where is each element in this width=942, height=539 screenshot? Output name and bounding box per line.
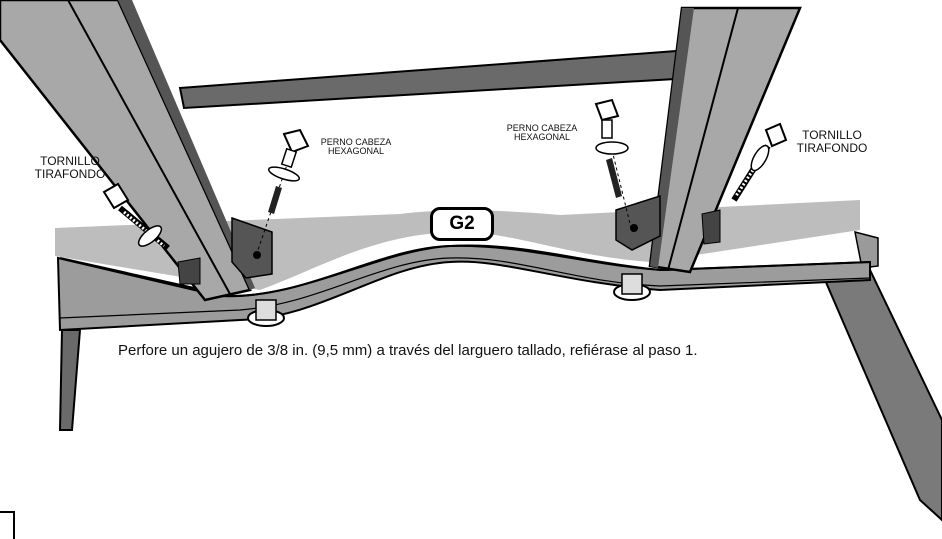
hex-bolt-left-label: PERNO CABEZA HEXAGONAL	[320, 137, 392, 157]
left-post	[0, 0, 255, 302]
right-post	[648, 6, 802, 274]
hex-bolt-right-icon	[594, 98, 633, 233]
instruction-text: Perfore un agujero de 3/8 in. (9,5 mm) a…	[118, 342, 698, 359]
lag-screw-right-icon	[731, 122, 788, 202]
lag-screw-left-icon	[102, 182, 170, 251]
lag-screw-right-label: TORNILLO TIRAFONDO	[796, 128, 868, 155]
t-nut-left-icon	[247, 299, 285, 327]
hex-bolt-left-icon	[257, 128, 310, 251]
lag-screw-left-label: TORNILLO TIRAFONDO	[34, 154, 106, 181]
back-rail	[178, 48, 694, 110]
part-label-badge: G2	[430, 207, 494, 241]
hex-bolt-right-label: PERNO CABEZA HEXAGONAL	[506, 123, 578, 143]
left-leg	[58, 329, 82, 431]
corner-mark	[0, 511, 15, 539]
t-nut-right-icon	[613, 273, 651, 301]
